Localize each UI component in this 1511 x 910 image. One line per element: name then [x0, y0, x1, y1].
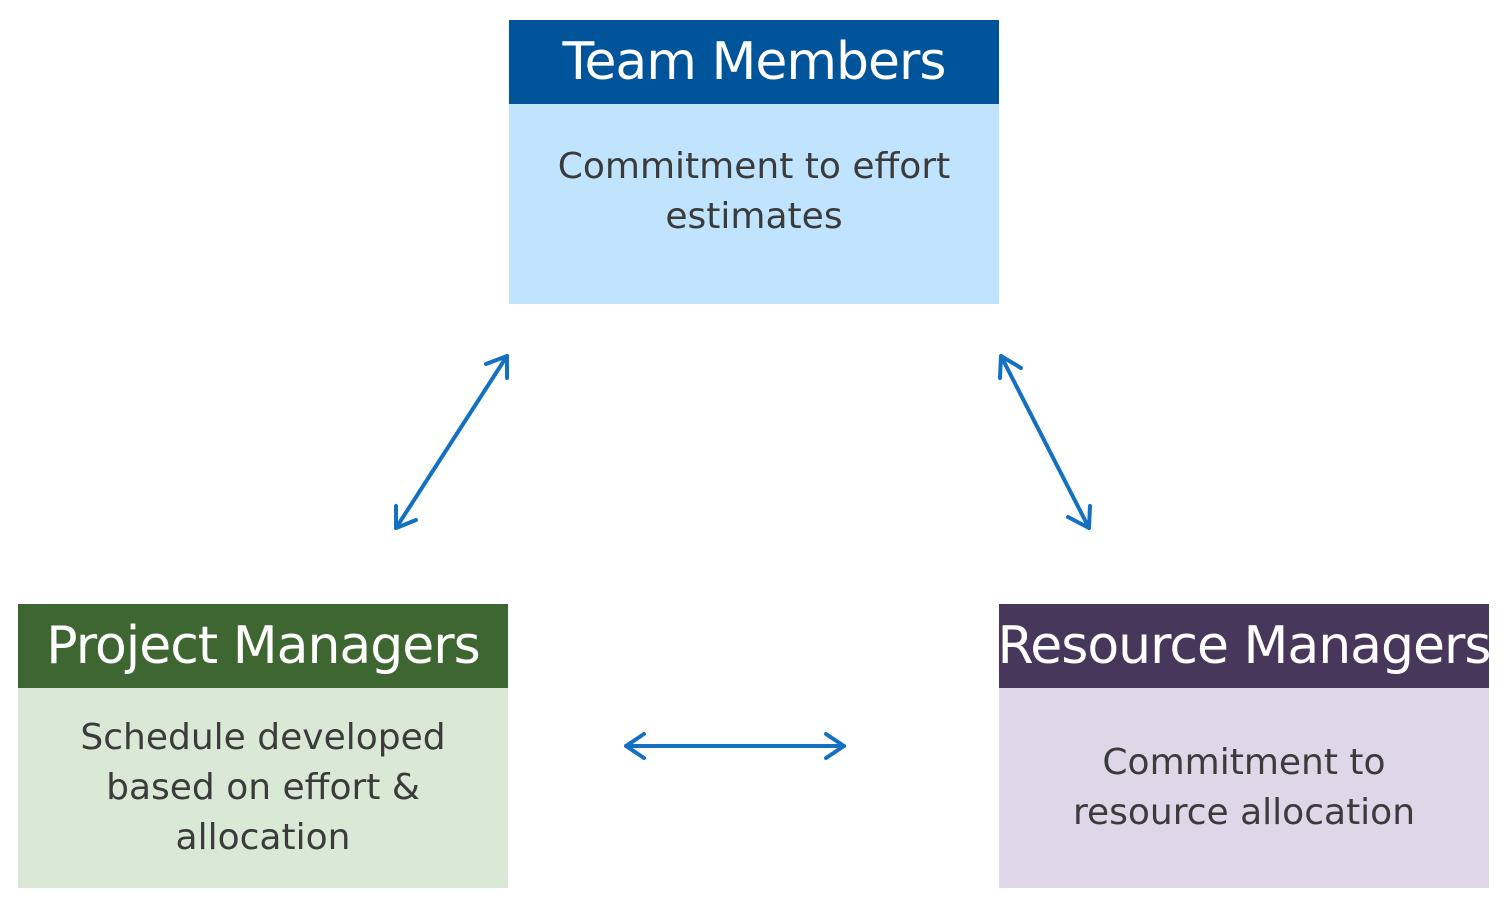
project-managers-title: Project Managers [18, 604, 508, 688]
team-members-box: Team Members Commitment to effort estima… [509, 20, 999, 304]
project-managers-box: Project Managers Schedule developed base… [18, 604, 508, 888]
arrow-team-to-project-managers [394, 354, 509, 530]
resource-managers-title: Resource Managers [997, 604, 1492, 688]
resource-managers-box: Resource Managers Commitment to resource… [997, 604, 1492, 888]
team-members-title: Team Members [509, 20, 999, 104]
resource-managers-description: Commitment to resource allocation [999, 688, 1489, 888]
arrow-project-to-resource-managers [624, 732, 846, 760]
team-members-description: Commitment to effort estimates [509, 104, 999, 304]
arrow-team-to-resource-managers [998, 354, 1092, 530]
project-managers-description: Schedule developed based on effort & all… [18, 688, 508, 888]
